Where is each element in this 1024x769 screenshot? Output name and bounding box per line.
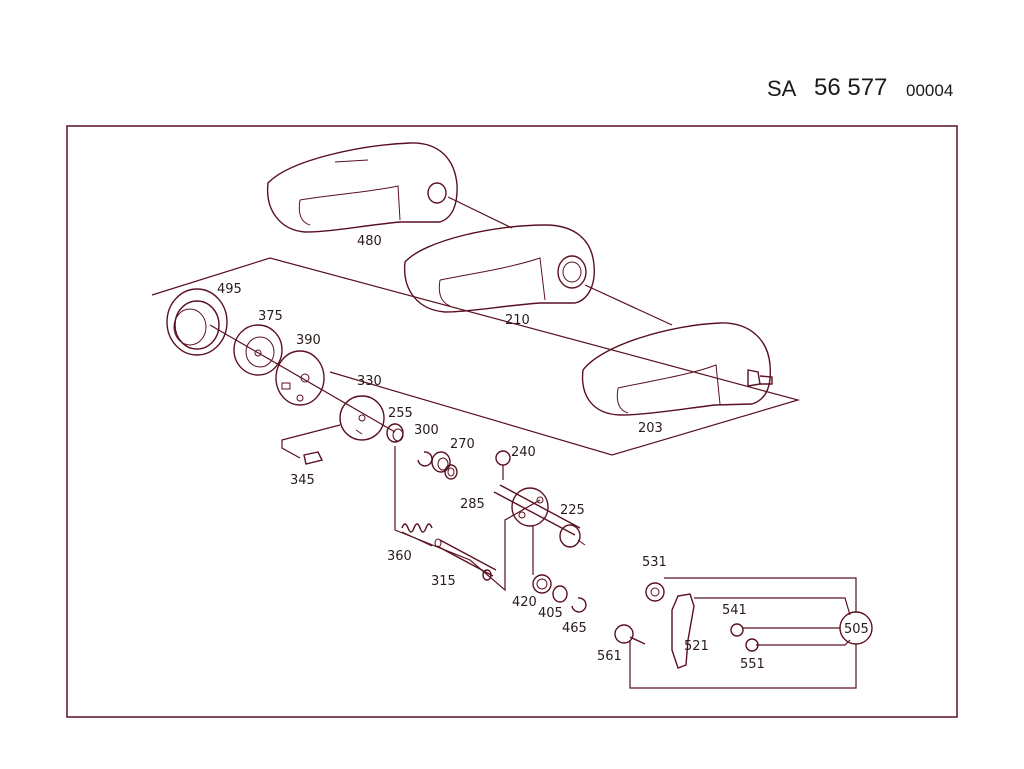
circlip-465	[571, 597, 587, 613]
mirror-housing-203	[581, 322, 773, 416]
label-551: 551	[740, 657, 765, 672]
leader-330-315	[394, 446, 541, 592]
label-531: 531	[642, 555, 667, 570]
label-240: 240	[511, 445, 536, 460]
label-270: 270	[450, 437, 475, 452]
bushing-255	[386, 423, 404, 443]
spring-285	[444, 464, 458, 480]
mirror-housing-480	[266, 142, 458, 233]
circlip-300	[417, 451, 433, 467]
drawing-prefix: SA	[767, 76, 797, 101]
label-315: 315	[431, 574, 456, 589]
label-521: 521	[684, 639, 709, 654]
nut-420	[532, 574, 552, 594]
label-465: 465	[562, 621, 587, 636]
leader-480-210	[447, 196, 513, 229]
label-345: 345	[290, 473, 315, 488]
label-360: 360	[387, 549, 412, 564]
housing-375	[233, 324, 283, 376]
shaft-225	[493, 484, 586, 548]
label-541: 541	[722, 603, 747, 618]
mirror-housing-210	[403, 224, 595, 313]
leader-210-203	[584, 284, 673, 326]
label-210: 210	[505, 313, 530, 328]
label-285: 285	[460, 497, 485, 512]
ring-495	[166, 288, 228, 356]
disk-330	[339, 395, 385, 441]
label-405: 405	[538, 606, 563, 621]
label-495: 495	[217, 282, 242, 297]
pin-315	[434, 538, 497, 581]
label-420: 420	[512, 595, 537, 610]
gear-541	[730, 623, 744, 637]
label-561: 561	[597, 649, 622, 664]
leader-225	[502, 465, 534, 575]
label-255: 255	[388, 406, 413, 421]
label-505: 505	[844, 622, 869, 637]
spring-360	[401, 523, 433, 547]
group-505	[629, 577, 873, 689]
label-203: 203	[638, 421, 663, 436]
label-225: 225	[560, 503, 585, 518]
label-390: 390	[296, 333, 321, 348]
cap-240	[495, 450, 511, 466]
clip-345	[303, 451, 324, 465]
bolt-561	[614, 624, 646, 645]
label-330: 330	[357, 374, 382, 389]
label-375: 375	[258, 309, 283, 324]
drawing-number: 56 577	[814, 74, 888, 101]
nut-551	[745, 638, 759, 652]
assembly-boundary-line	[151, 257, 801, 456]
gear-531	[645, 582, 665, 602]
washer-405	[552, 585, 568, 603]
drawing-suffix: 00004	[906, 81, 954, 100]
leader-345	[281, 424, 341, 459]
plate-390	[275, 350, 325, 406]
spring-270	[431, 451, 451, 473]
label-480: 480	[357, 234, 382, 249]
lever-521	[671, 593, 695, 669]
label-300: 300	[414, 423, 439, 438]
axis-line-1	[209, 324, 396, 433]
drawing-frame	[66, 125, 958, 718]
